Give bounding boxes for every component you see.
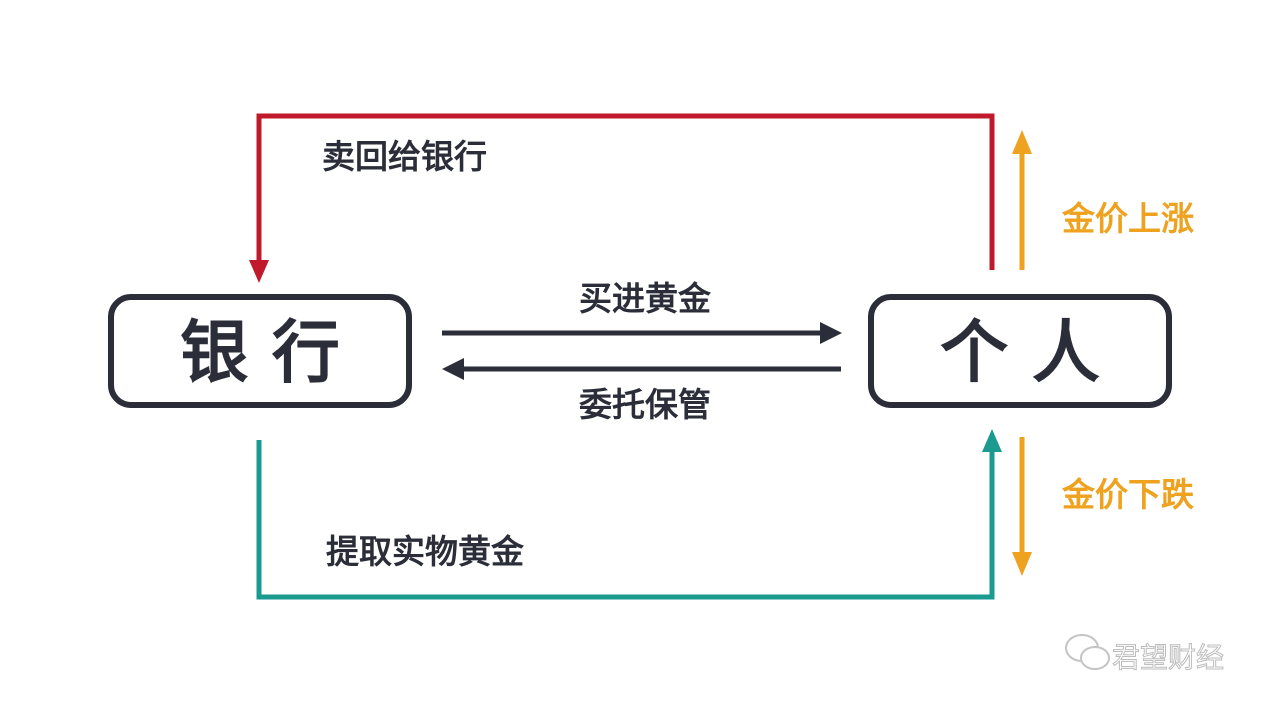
price-up-label: 金价上涨 [1061,199,1194,238]
buy-gold-arrowhead [820,322,842,344]
bank-label: 银 行 [180,314,340,393]
bank-box [108,294,412,408]
withdraw-line [256,440,995,600]
price-down-arrowhead [1012,552,1032,576]
wechat-icon [1065,634,1110,670]
price-down-label: 金价下跌 [1061,475,1194,514]
person-box [868,294,1172,408]
custody-label: 委托保管 [579,385,711,424]
sell-back-arrowhead [249,260,269,283]
buy-gold-label: 买进黄金 [579,279,712,318]
sell-back-label: 卖回给银行 [322,137,487,176]
withdraw-label: 提取实物黄金 [326,532,525,571]
withdraw-arrowhead [982,429,1002,452]
person-label: 个 人 [940,314,1100,393]
watermark-text: 君望财经 [1112,641,1224,674]
sell-back-line [256,113,995,270]
price-up-arrowhead [1012,130,1032,154]
custody-arrowhead [442,358,464,380]
